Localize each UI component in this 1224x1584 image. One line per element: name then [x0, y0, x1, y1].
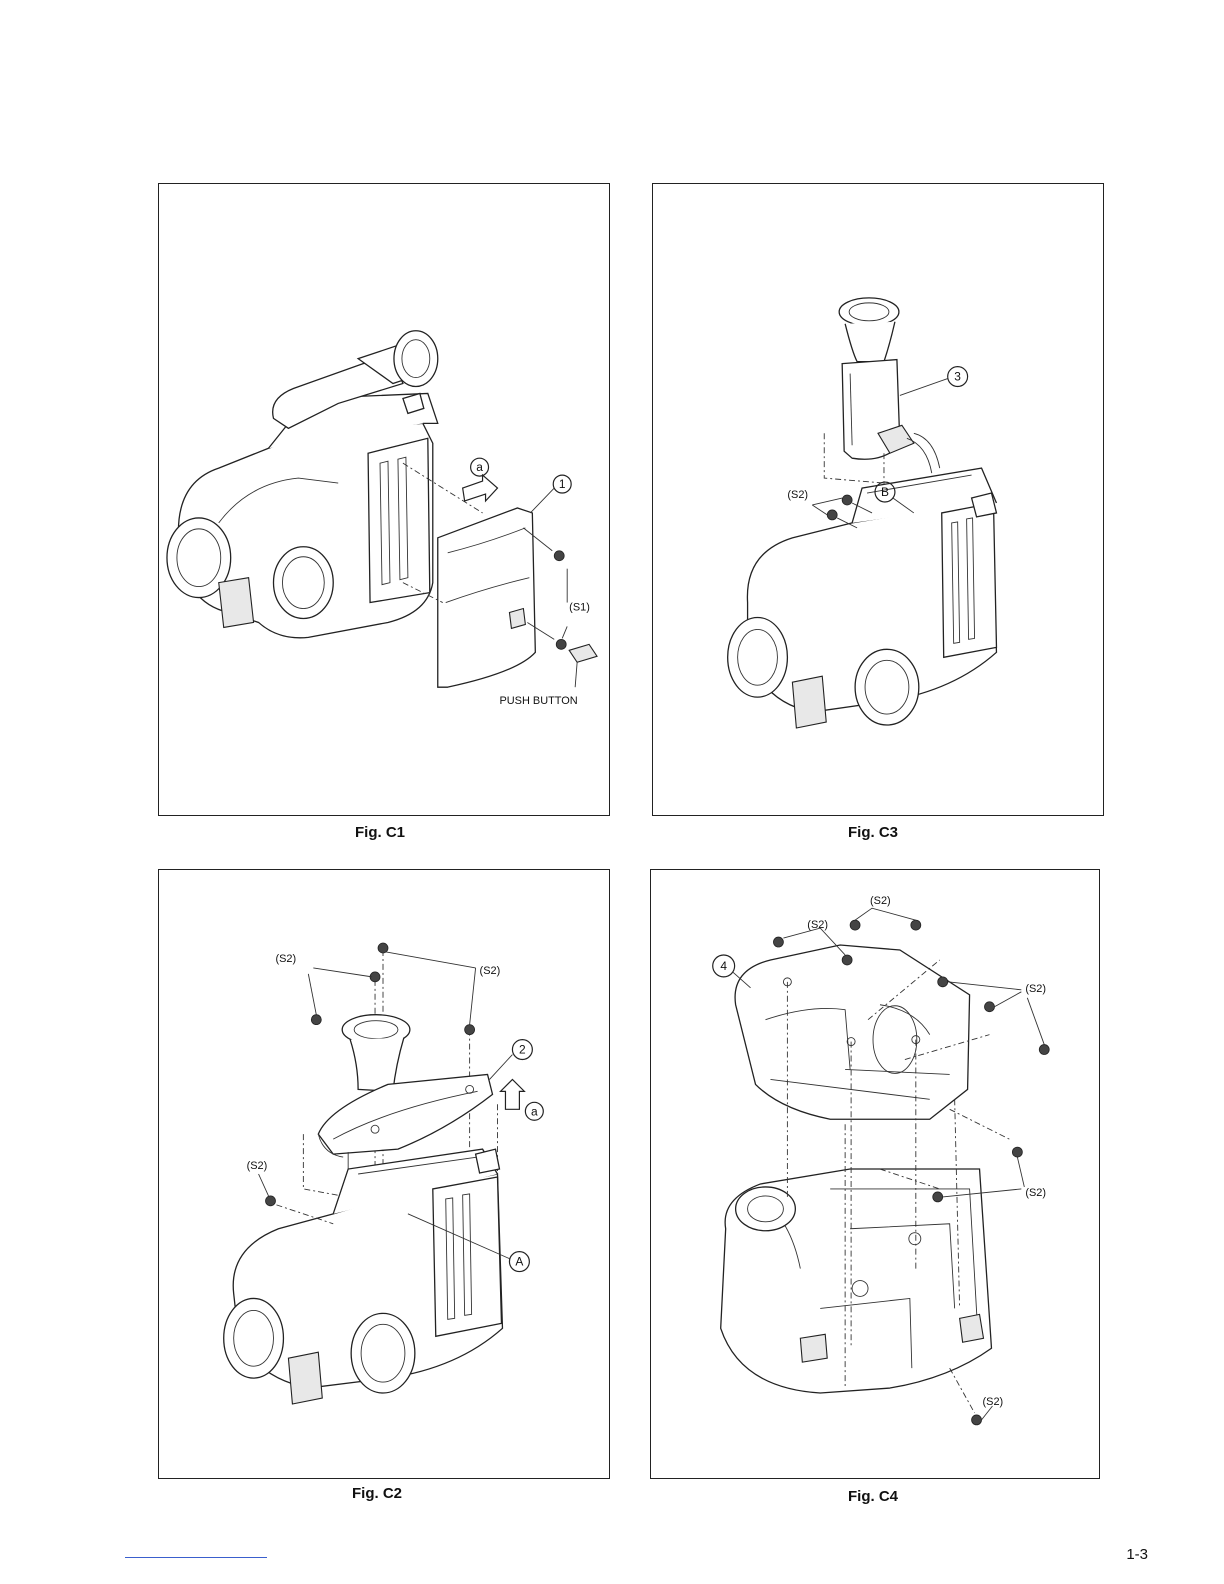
footer-rule — [125, 1557, 267, 1558]
svg-text:3: 3 — [954, 370, 961, 384]
figure-c2-panel: 2 a A (S2) (S2) (S2) — [158, 869, 610, 1479]
label-s2-right-top: (S2) — [480, 965, 501, 977]
figure-c1-drawing: 1 a (S1) PUSH BUTTON — [159, 184, 609, 815]
label-s2-right-lower: (S2) — [1025, 1187, 1046, 1199]
figure-c2-drawing: 2 a A (S2) (S2) (S2) — [159, 870, 609, 1478]
label-s2-bottom: (S2) — [983, 1396, 1004, 1408]
callout-direction-a: a — [471, 458, 489, 476]
label-s2-top: (S2) — [870, 895, 891, 907]
label-s2-right-upper: (S2) — [1025, 983, 1046, 995]
figure-c3-drawing: 3 B (S2) — [653, 184, 1103, 815]
svg-text:a: a — [531, 1104, 538, 1118]
screw-icon — [1012, 1147, 1022, 1157]
caption-fig-c1: Fig. C1 — [355, 824, 405, 841]
screw-icon — [972, 1415, 982, 1425]
callout-direction-a: a — [525, 1102, 543, 1120]
label-s2-left-top: (S2) — [275, 953, 296, 965]
figure-c3-panel: 3 B (S2) — [652, 183, 1104, 816]
screw-icon — [842, 955, 852, 965]
callout-part-3: 3 — [900, 367, 968, 396]
caption-fig-c4: Fig. C4 — [848, 1488, 898, 1505]
figure-c1-panel: 1 a (S1) PUSH BUTTON — [158, 183, 610, 816]
svg-text:a: a — [476, 460, 483, 474]
push-button-part-icon — [569, 644, 597, 687]
svg-text:B: B — [881, 485, 889, 499]
label-s2: (S2) — [787, 489, 808, 501]
callout-part-4: 4 — [713, 955, 751, 988]
label-s2-left: (S2) — [247, 1160, 268, 1172]
svg-text:1: 1 — [559, 477, 566, 491]
svg-text:4: 4 — [720, 959, 727, 973]
screw-icon — [773, 937, 783, 947]
caption-fig-c3: Fig. C3 — [848, 824, 898, 841]
screw-icon — [1039, 1045, 1049, 1055]
screw-icon — [311, 1015, 321, 1025]
screw-icon — [938, 977, 948, 987]
page-number: 1-3 — [1126, 1546, 1148, 1563]
label-s1: (S1) — [569, 602, 590, 614]
caption-fig-c2: Fig. C2 — [352, 1485, 402, 1502]
screw-icon — [465, 1025, 475, 1035]
svg-text:A: A — [515, 1255, 523, 1269]
screw-icon — [378, 943, 388, 953]
screw-icon — [850, 920, 860, 930]
callout-part-2: 2 — [490, 1040, 533, 1080]
callout-part-1: 1 — [530, 475, 571, 513]
screw-icon — [985, 1002, 995, 1012]
figure-c4-drawing: 4 (S2) (S2) (S2) (S2) (S2) — [651, 870, 1099, 1478]
label-s2-top-left: (S2) — [807, 919, 828, 931]
screw-icon — [933, 1192, 943, 1202]
label-push-button: PUSH BUTTON — [499, 695, 577, 707]
figure-c4-panel: 4 (S2) (S2) (S2) (S2) (S2) — [650, 869, 1100, 1479]
svg-text:2: 2 — [519, 1043, 526, 1057]
screw-icon — [911, 920, 921, 930]
screw-icon — [266, 1196, 276, 1206]
